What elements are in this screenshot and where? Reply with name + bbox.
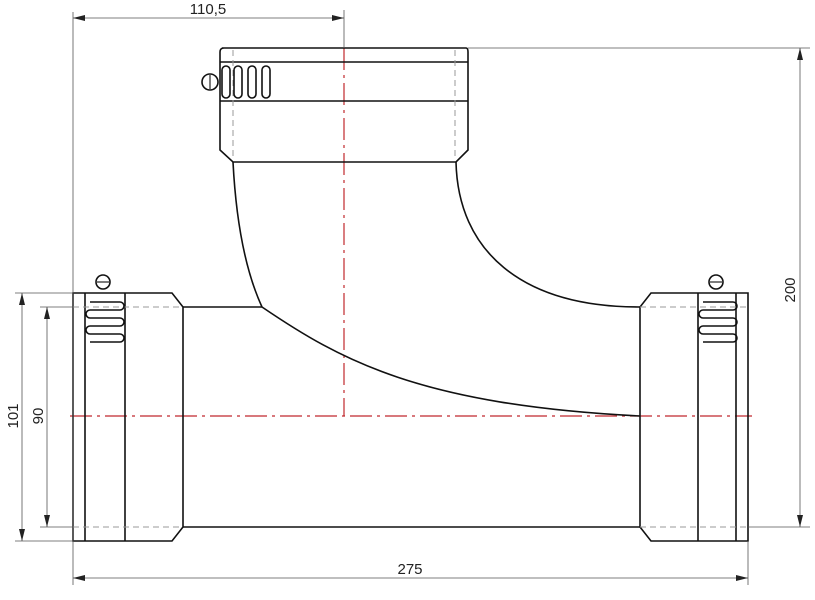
left-coupling [72,292,184,542]
branch-pipe [232,161,641,308]
dimension-inner-diameter: 90 [30,306,73,528]
main-pipe [183,306,641,528]
dimension-total-length: 275 [73,541,749,585]
dimension-label-101: 101 [5,403,22,428]
top-coupling [219,47,469,163]
right-clamp-screw-icon [698,274,738,343]
dimension-outer-diameter: 101 [5,292,73,542]
dimension-total-height: 200 [468,47,810,528]
dimension-label-200: 200 [782,277,799,302]
dimension-label-110-5: 110,5 [190,1,226,18]
dimension-branch-offset: 110,5 [72,1,345,585]
right-coupling [639,292,749,542]
top-clamp-screw-icon [201,65,271,99]
dimension-label-275: 275 [397,561,422,578]
dimension-label-90: 90 [30,408,47,425]
left-clamp-screw-icon [85,274,125,343]
